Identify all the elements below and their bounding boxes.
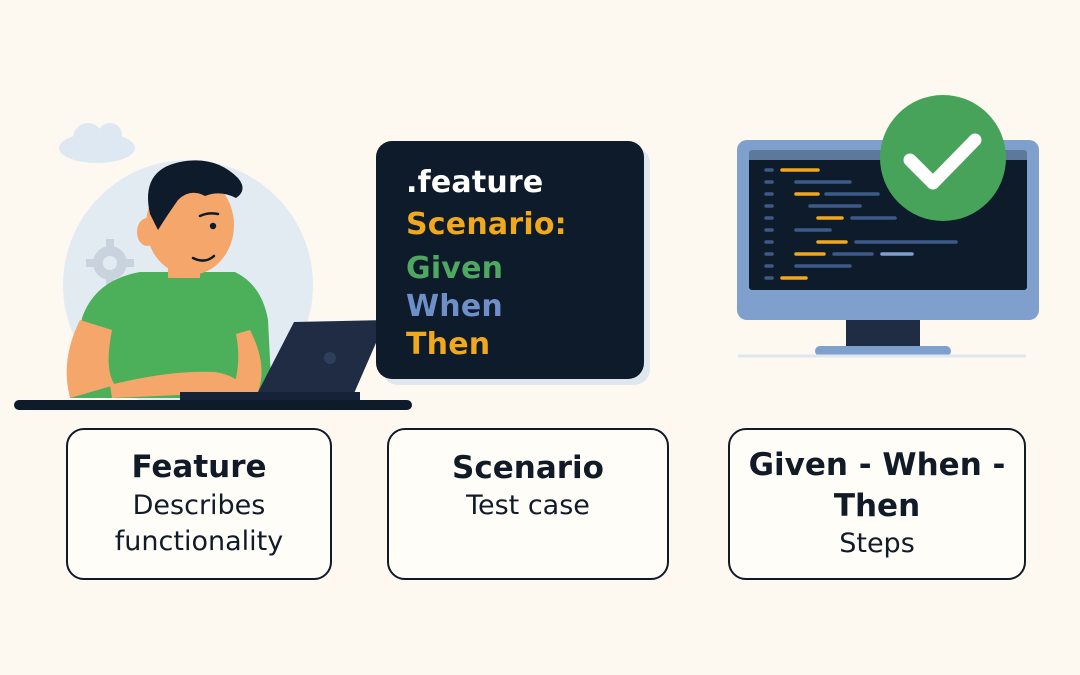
feature-file-name: .feature (406, 165, 544, 200)
scenario-keyword: Scenario: (406, 207, 567, 242)
feature-box: Feature Describes functionality (66, 428, 332, 580)
scenario-box-subtitle: Test case (466, 490, 590, 522)
desk (14, 400, 412, 410)
feature-box-title: Feature (131, 449, 267, 486)
gear-icon (86, 239, 134, 287)
check-icon (880, 95, 1006, 221)
feature-file-card: .feature Scenario: Given When Then (376, 141, 644, 379)
when-keyword: When (406, 289, 503, 324)
then-keyword: Then (406, 327, 491, 362)
feature-box-subtitle: Describes functionality (114, 489, 284, 558)
person (66, 160, 272, 398)
given-when-then-box-title: Given - When - Then (748, 447, 1006, 524)
scenario-box-title: Scenario (452, 450, 604, 486)
cloud-icon (59, 123, 135, 163)
given-keyword: Given (406, 251, 504, 286)
given-when-then-box: Given - When - Then Steps (728, 428, 1026, 580)
laptop-icon (180, 320, 386, 400)
given-when-then-box-subtitle: Steps (839, 528, 915, 560)
scenario-box: Scenario Test case (387, 428, 669, 580)
